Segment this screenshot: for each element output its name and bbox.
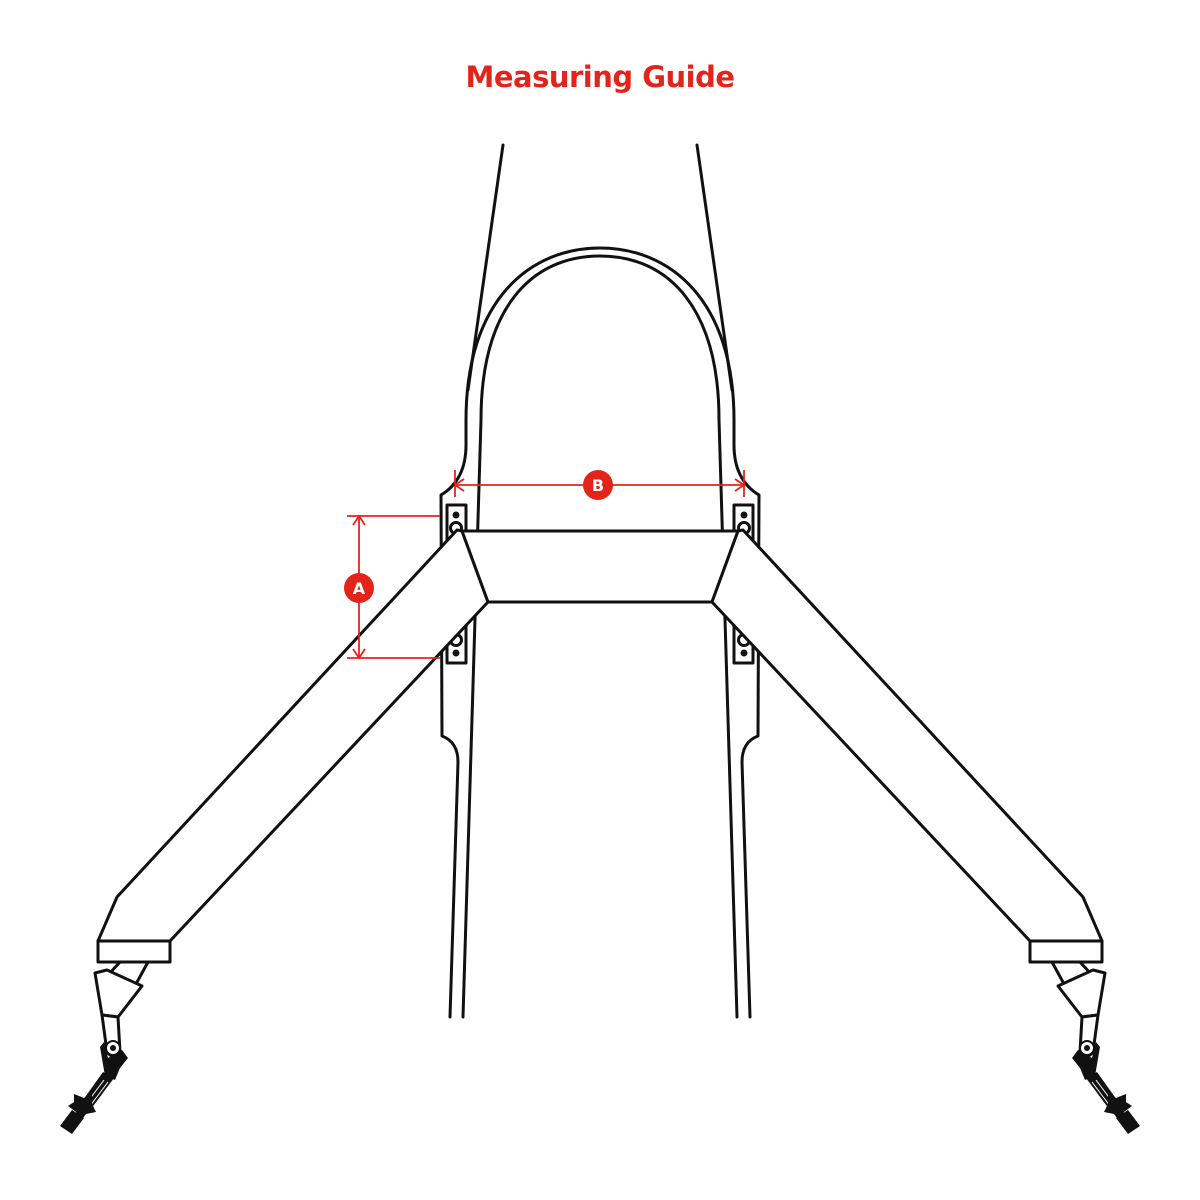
label-b: B [592, 476, 604, 495]
measurement-a: A [344, 514, 440, 660]
label-a-badge [344, 573, 374, 603]
right-strap-arm [710, 528, 1140, 1134]
left-buckle-icon [60, 960, 150, 1134]
measurement-b: B [453, 470, 746, 500]
strap-end-cap [96, 939, 172, 964]
page-title: Measuring Guide [465, 60, 735, 94]
label-b-badge [583, 470, 613, 500]
label-a: A [353, 579, 366, 598]
fork-arch-inner [461, 254, 739, 1019]
right-buckle-icon [1050, 960, 1140, 1134]
center-strap [460, 529, 740, 604]
fork-arch-outer [439, 246, 761, 1019]
left-strap-arm [60, 528, 490, 1134]
